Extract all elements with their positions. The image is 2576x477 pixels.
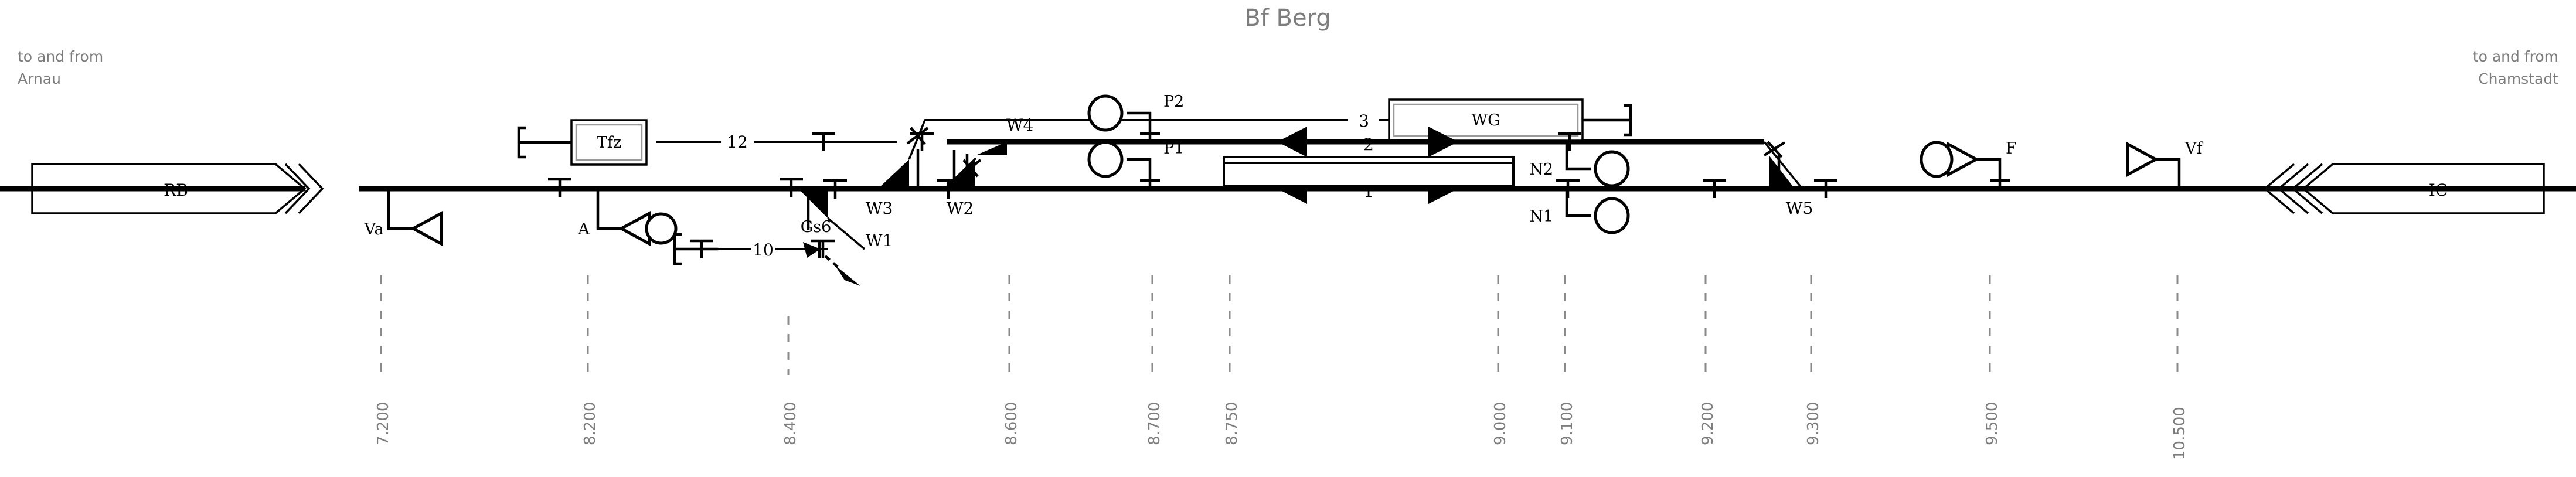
chainage-tick: 9.000 — [1492, 275, 1509, 445]
direction-left-line1: to and from — [18, 48, 103, 65]
signal-p2-label: P2 — [1163, 93, 1184, 111]
clearance-marker — [1558, 132, 1581, 151]
switch-w1[interactable]: W1 — [798, 189, 893, 250]
buffer-stop-track-10 — [673, 233, 718, 265]
signal-n1[interactable]: N1 — [1529, 189, 1630, 234]
chainage-label: 8.700 — [1146, 402, 1163, 445]
chainage-label: 8.200 — [581, 402, 599, 445]
track-number-2: 2 — [1363, 135, 1374, 154]
signal-p2[interactable]: P2 — [1087, 93, 1184, 142]
chainage-tick: 7.200 — [375, 275, 392, 445]
switch-w5-label: W5 — [1786, 199, 1813, 218]
signal-n2-label: N2 — [1529, 161, 1553, 179]
chainage-tick: 9.100 — [1558, 275, 1576, 445]
buffer-stop-track-12 — [517, 126, 571, 159]
chainage-tick: 9.300 — [1805, 275, 1822, 445]
clearance-marker — [780, 178, 803, 197]
signal-va-label: Va — [363, 220, 383, 238]
clearance-marker — [811, 239, 835, 258]
signal-vf[interactable]: Vf — [2126, 139, 2203, 189]
signal-n1-label: N1 — [1529, 207, 1553, 226]
track-2-direction-group: 2 — [1277, 127, 1458, 157]
switch-w5-point-lock-icon — [1763, 141, 1786, 158]
signal-va[interactable]: Va — [363, 189, 443, 247]
chainage-label: 8.400 — [782, 402, 799, 445]
switch-w1-label: W1 — [866, 231, 893, 250]
chainage-label: 7.200 — [375, 402, 392, 445]
chainage-label: 9.000 — [1492, 402, 1509, 445]
line-box-rb[interactable]: RB — [0, 163, 324, 214]
chainage-tick: 9.500 — [1983, 275, 2001, 445]
chainage-label: 9.300 — [1805, 402, 1822, 445]
track-number-3: 3 — [1359, 111, 1369, 131]
equipment-box-wg-label: WG — [1471, 111, 1500, 130]
direction-right-line2: Chamstadt — [2478, 70, 2558, 87]
clearance-marker — [548, 178, 571, 197]
clearance-marker — [1703, 179, 1726, 198]
line-box-ic-label: IC — [2429, 180, 2448, 200]
chainage-label: 9.100 — [1558, 402, 1576, 445]
switch-w4-label: W4 — [1006, 115, 1034, 135]
signal-p1-label: P1 — [1163, 139, 1184, 158]
chainage-label: 10.500 — [2171, 407, 2189, 460]
track-number-12: 12 — [727, 132, 748, 152]
buffer-stop-wg — [1583, 104, 1632, 137]
equipment-box-tfz[interactable]: Tfz — [570, 119, 648, 166]
clearance-marker — [937, 179, 960, 199]
chainage-label: 9.500 — [1983, 402, 2001, 445]
switch-w5[interactable]: W5 — [1732, 139, 1813, 218]
signal-f-label: F — [2006, 139, 2017, 158]
signal-p1[interactable]: P1 — [1087, 139, 1184, 189]
switch-w2-label: W2 — [947, 199, 974, 218]
signal-n2[interactable]: N2 — [1529, 142, 1630, 188]
clearance-marker — [812, 132, 835, 151]
chainage-tick: 10.500 — [2171, 275, 2189, 460]
clearance-marker — [1814, 179, 1837, 198]
switch-w2-point-lock-icon — [959, 159, 982, 178]
equipment-box-wg[interactable]: WG — [1388, 98, 1584, 142]
chainage-label: 8.600 — [1003, 402, 1020, 445]
signal-a[interactable]: A — [577, 189, 678, 247]
signal-a-label: A — [577, 220, 590, 238]
line-box-rb-label: RB — [164, 180, 188, 200]
signal-vf-label: Vf — [2184, 139, 2203, 158]
derailer-gs6-label: Gs6 — [801, 218, 832, 236]
derailer-gs6[interactable]: Gs6 — [801, 218, 860, 286]
signal-f[interactable]: F — [1920, 139, 2017, 189]
equipment-box-tfz-label: Tfz — [597, 134, 621, 152]
clearance-marker — [690, 239, 713, 258]
chainage-axis: 7.200 8.200 8.400 8.600 8.700 8.750 — [375, 275, 2189, 460]
clearance-marker — [910, 132, 934, 151]
chainage-label: 8.750 — [1223, 402, 1241, 445]
track-number-10: 10 — [753, 240, 774, 260]
clearance-marker — [823, 179, 847, 199]
platform — [1223, 156, 1515, 188]
switch-w3[interactable]: W3 — [866, 119, 927, 218]
direction-left-line2: Arnau — [18, 70, 61, 87]
chainage-tick: 8.600 — [1003, 275, 1020, 445]
chainage-tick: 8.200 — [581, 275, 599, 445]
direction-right-line1: to and from — [2473, 48, 2558, 65]
line-box-ic[interactable]: IC — [2263, 163, 2576, 214]
switch-w4[interactable]: W4 — [976, 115, 1033, 155]
switch-w3-point-lock-icon — [906, 127, 929, 145]
chainage-tick: 8.750 — [1223, 275, 1241, 445]
chainage-tick: 8.700 — [1146, 275, 1163, 445]
chainage-label: 9.200 — [1699, 402, 1717, 445]
chainage-tick: 9.200 — [1699, 275, 1717, 445]
chainage-tick: 8.400 — [782, 316, 799, 445]
switch-w3-label: W3 — [866, 199, 893, 218]
clearance-markers — [548, 132, 1837, 258]
page-title: Bf Berg — [1244, 5, 1330, 32]
